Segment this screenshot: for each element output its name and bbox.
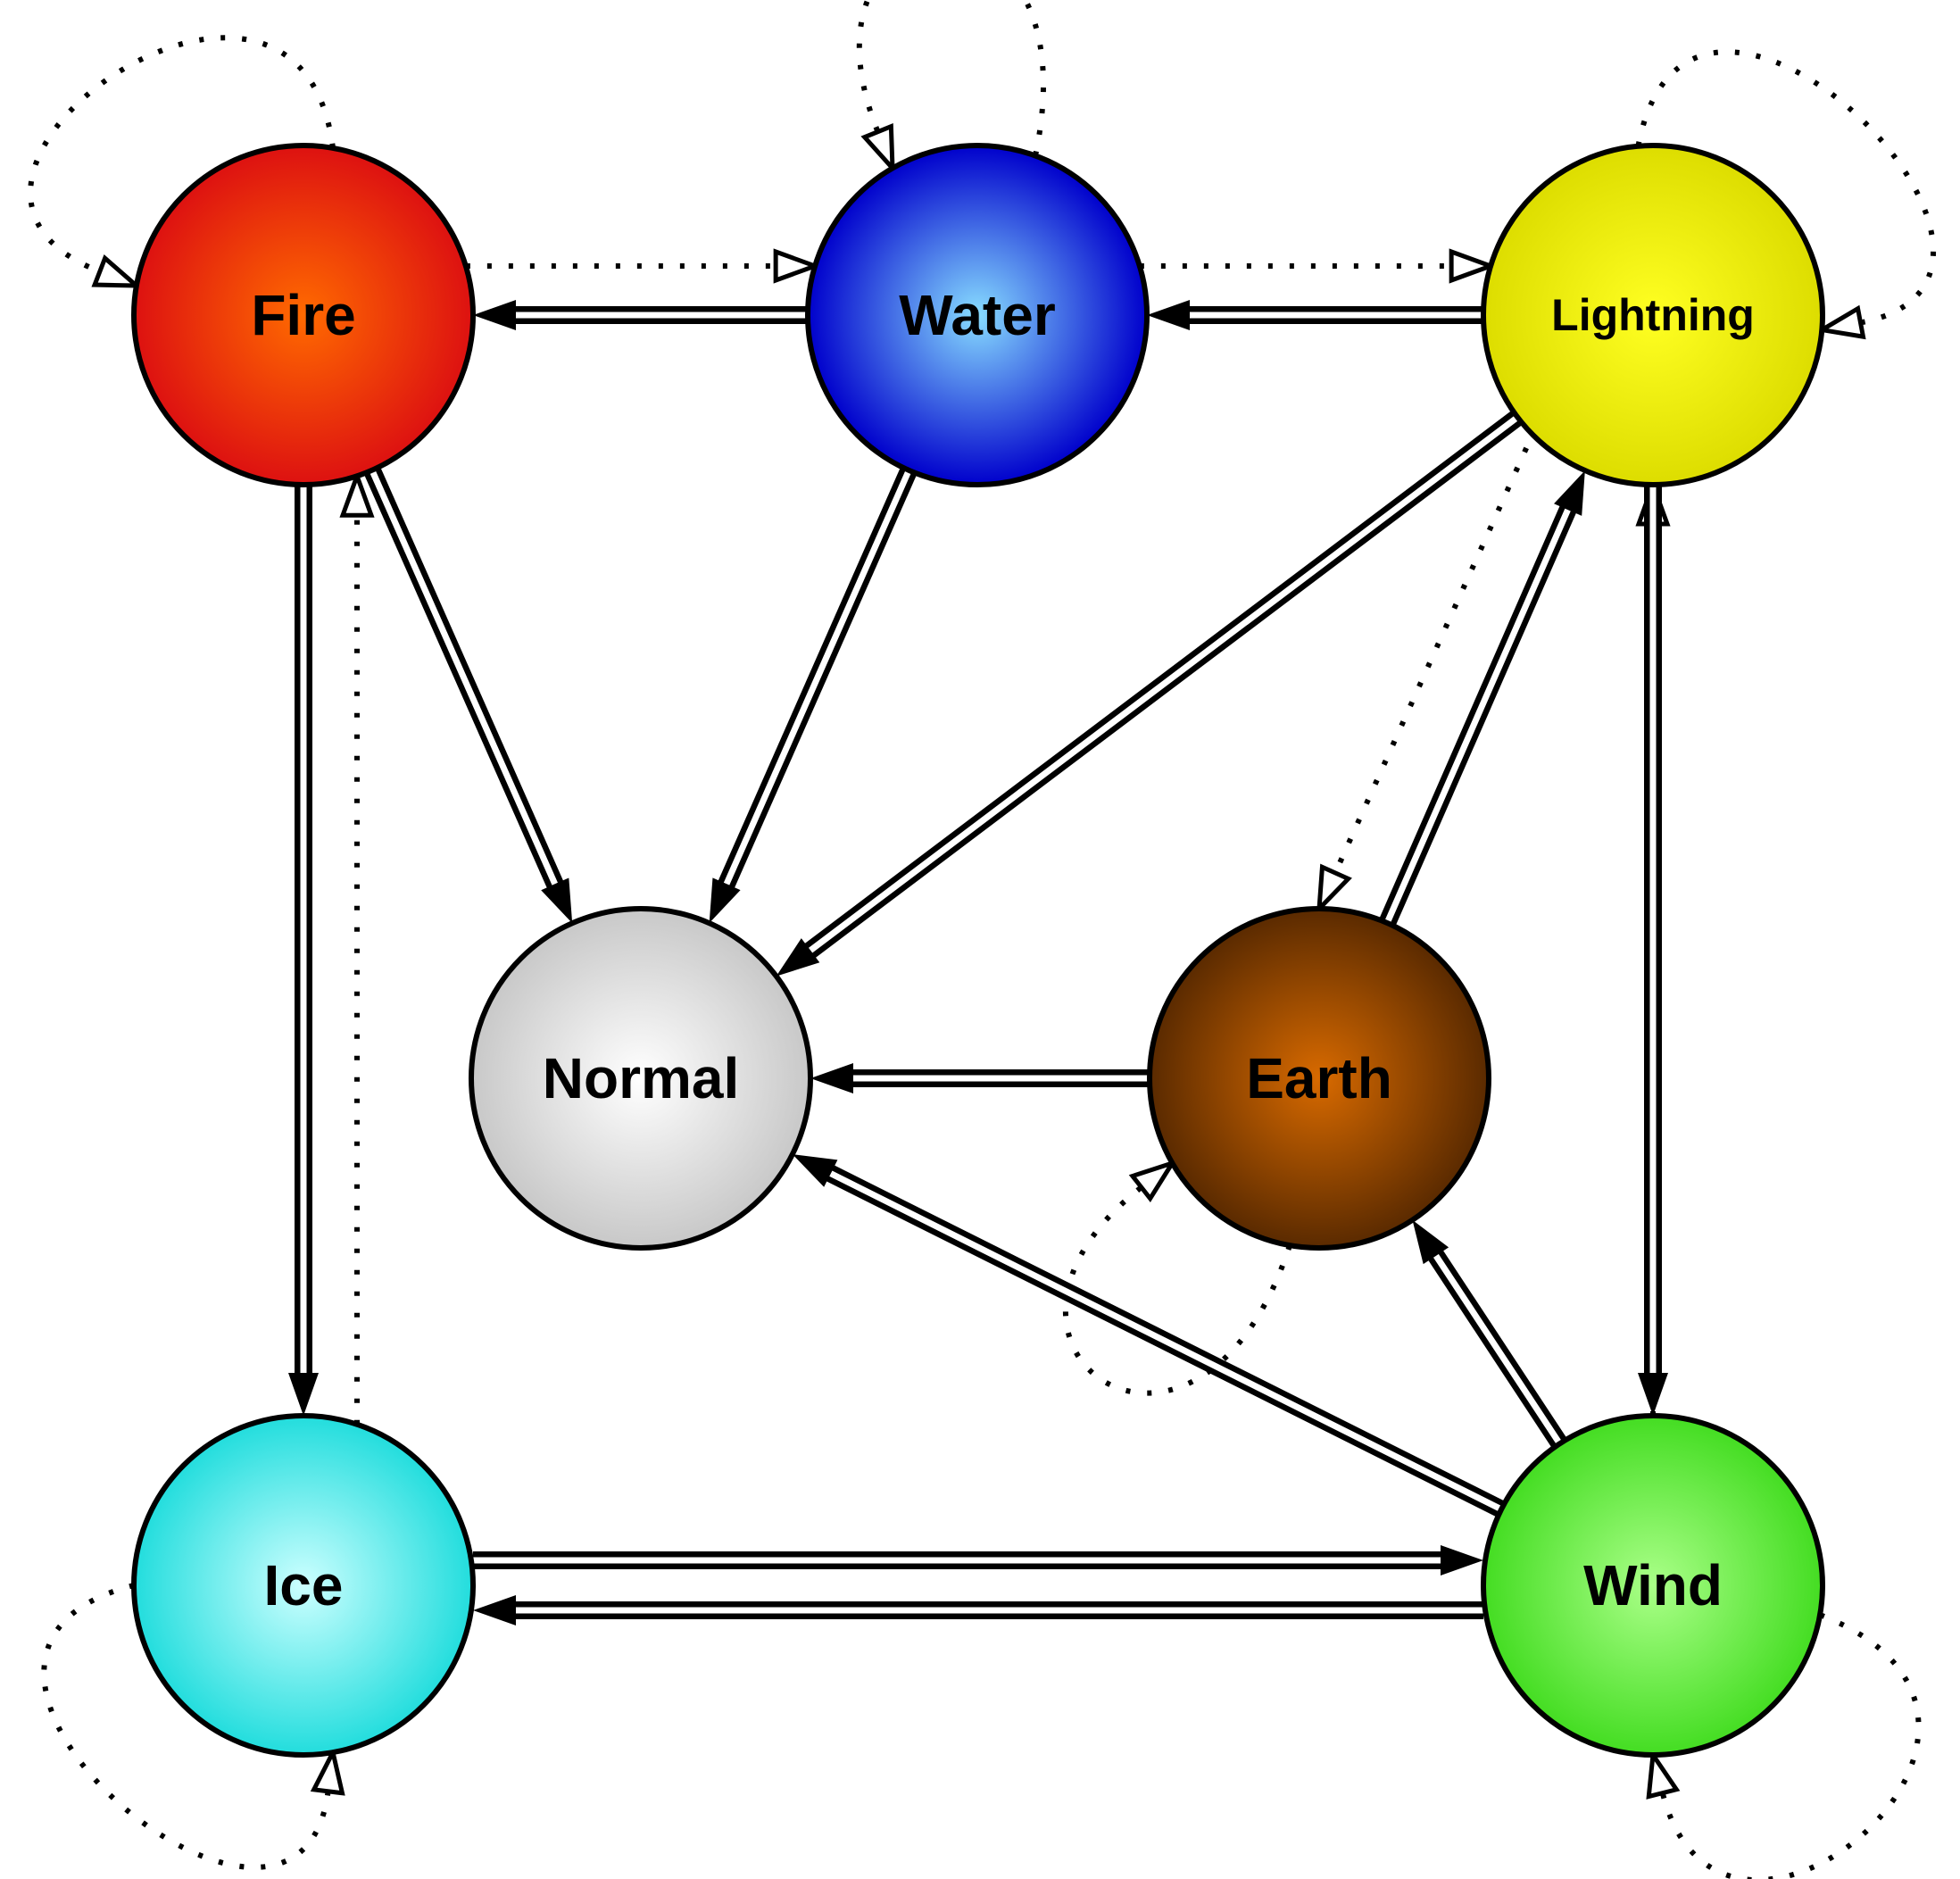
strong-edge-fire-to-ice <box>288 485 319 1416</box>
arrowhead-wind-to-earth <box>1412 1219 1449 1265</box>
strong-edge-layer <box>288 300 1668 1625</box>
self-loop-lightning <box>1635 49 1936 340</box>
node-circle-ice <box>131 1413 476 1758</box>
self-loop-water <box>856 0 1046 175</box>
arrowhead-ice-to-wind <box>1441 1545 1483 1576</box>
weak-edge-fire-to-water <box>465 248 822 284</box>
node-earth: Earth <box>1147 906 1491 1251</box>
node-label-water: Water <box>899 283 1055 347</box>
arrowhead-water-to-normal <box>709 877 741 924</box>
strong-edge-earth-to-normal <box>810 1063 1150 1093</box>
weak-edge-lightning-to-earth <box>1316 427 1538 915</box>
weak-edge-ice-to-fire <box>339 469 375 1425</box>
node-circle-normal <box>469 906 813 1251</box>
hollow-arrowhead-lightning-to-earth <box>1316 863 1352 915</box>
node-label-lightning: Lightning <box>1551 290 1755 340</box>
node-label-earth: Earth <box>1246 1046 1392 1110</box>
node-circle-fire <box>131 143 476 487</box>
arrowhead-lightning-to-water <box>1147 300 1190 330</box>
arrowhead-fire-to-normal <box>541 877 573 924</box>
strong-edge-ice-to-wind <box>473 1545 1483 1576</box>
self-loop-earth <box>1063 1159 1292 1396</box>
arrowhead-water-to-fire <box>473 300 516 330</box>
self-loop-ice <box>41 1583 345 1870</box>
strong-edge-wind-to-normal <box>792 1154 1506 1517</box>
strong-edge-lightning-to-normal <box>776 410 1524 977</box>
hollow-arrowhead-self-water <box>860 123 895 175</box>
strong-edge-water-to-fire <box>473 300 808 330</box>
node-ice: Ice <box>131 1413 476 1758</box>
self-loop-layer <box>28 0 1936 1879</box>
hollow-arrowhead-water-to-lightning <box>1449 248 1498 284</box>
hollow-arrowhead-self-fire <box>91 254 143 288</box>
arrowhead-wind-to-ice <box>473 1595 516 1625</box>
hollow-arrowhead-self-earth <box>1128 1159 1178 1203</box>
strong-edge-lightning-to-water <box>1147 300 1483 330</box>
strong-edge-lightning-to-wind <box>1638 485 1668 1416</box>
node-label-fire: Fire <box>251 283 355 347</box>
node-circle-wind <box>1481 1413 1825 1758</box>
arrowhead-earth-to-lightning <box>1554 470 1585 516</box>
node-circle-lightning <box>1481 143 1825 487</box>
node-water: Water <box>805 143 1150 487</box>
node-circle-water <box>805 143 1150 487</box>
hollow-arrowhead-self-wind <box>1646 1748 1681 1800</box>
strong-edge-fire-to-normal <box>363 466 573 924</box>
hollow-arrowhead-ice-to-fire <box>339 469 375 518</box>
hollow-arrowhead-fire-to-water <box>773 248 822 284</box>
arrowhead-earth-to-normal <box>810 1063 853 1093</box>
arrowhead-lightning-to-normal <box>776 938 820 977</box>
arrowhead-wind-to-normal <box>792 1154 838 1187</box>
node-label-normal: Normal <box>543 1046 740 1110</box>
strong-edge-water-to-normal <box>709 466 918 924</box>
self-loop-wind <box>1646 1612 1922 1879</box>
node-circle-earth <box>1147 906 1491 1251</box>
strong-edge-earth-to-lightning <box>1378 470 1585 927</box>
strong-edge-wind-to-earth <box>1412 1219 1567 1449</box>
node-label-ice: Ice <box>264 1553 344 1617</box>
node-wind: Wind <box>1481 1413 1825 1758</box>
hollow-arrowhead-self-ice <box>310 1745 345 1796</box>
node-normal: Normal <box>469 906 813 1251</box>
hollow-arrowhead-self-lightning <box>1815 304 1866 340</box>
arrowhead-fire-to-ice <box>288 1373 319 1416</box>
node-fire: Fire <box>131 143 476 487</box>
node-lightning: Lightning <box>1481 143 1825 487</box>
self-loop-fire <box>28 35 336 288</box>
weak-edge-water-to-lightning <box>1139 248 1498 284</box>
strong-edge-wind-to-ice <box>473 1595 1483 1625</box>
node-label-wind: Wind <box>1583 1553 1723 1617</box>
arrowhead-lightning-to-wind <box>1638 1373 1668 1416</box>
